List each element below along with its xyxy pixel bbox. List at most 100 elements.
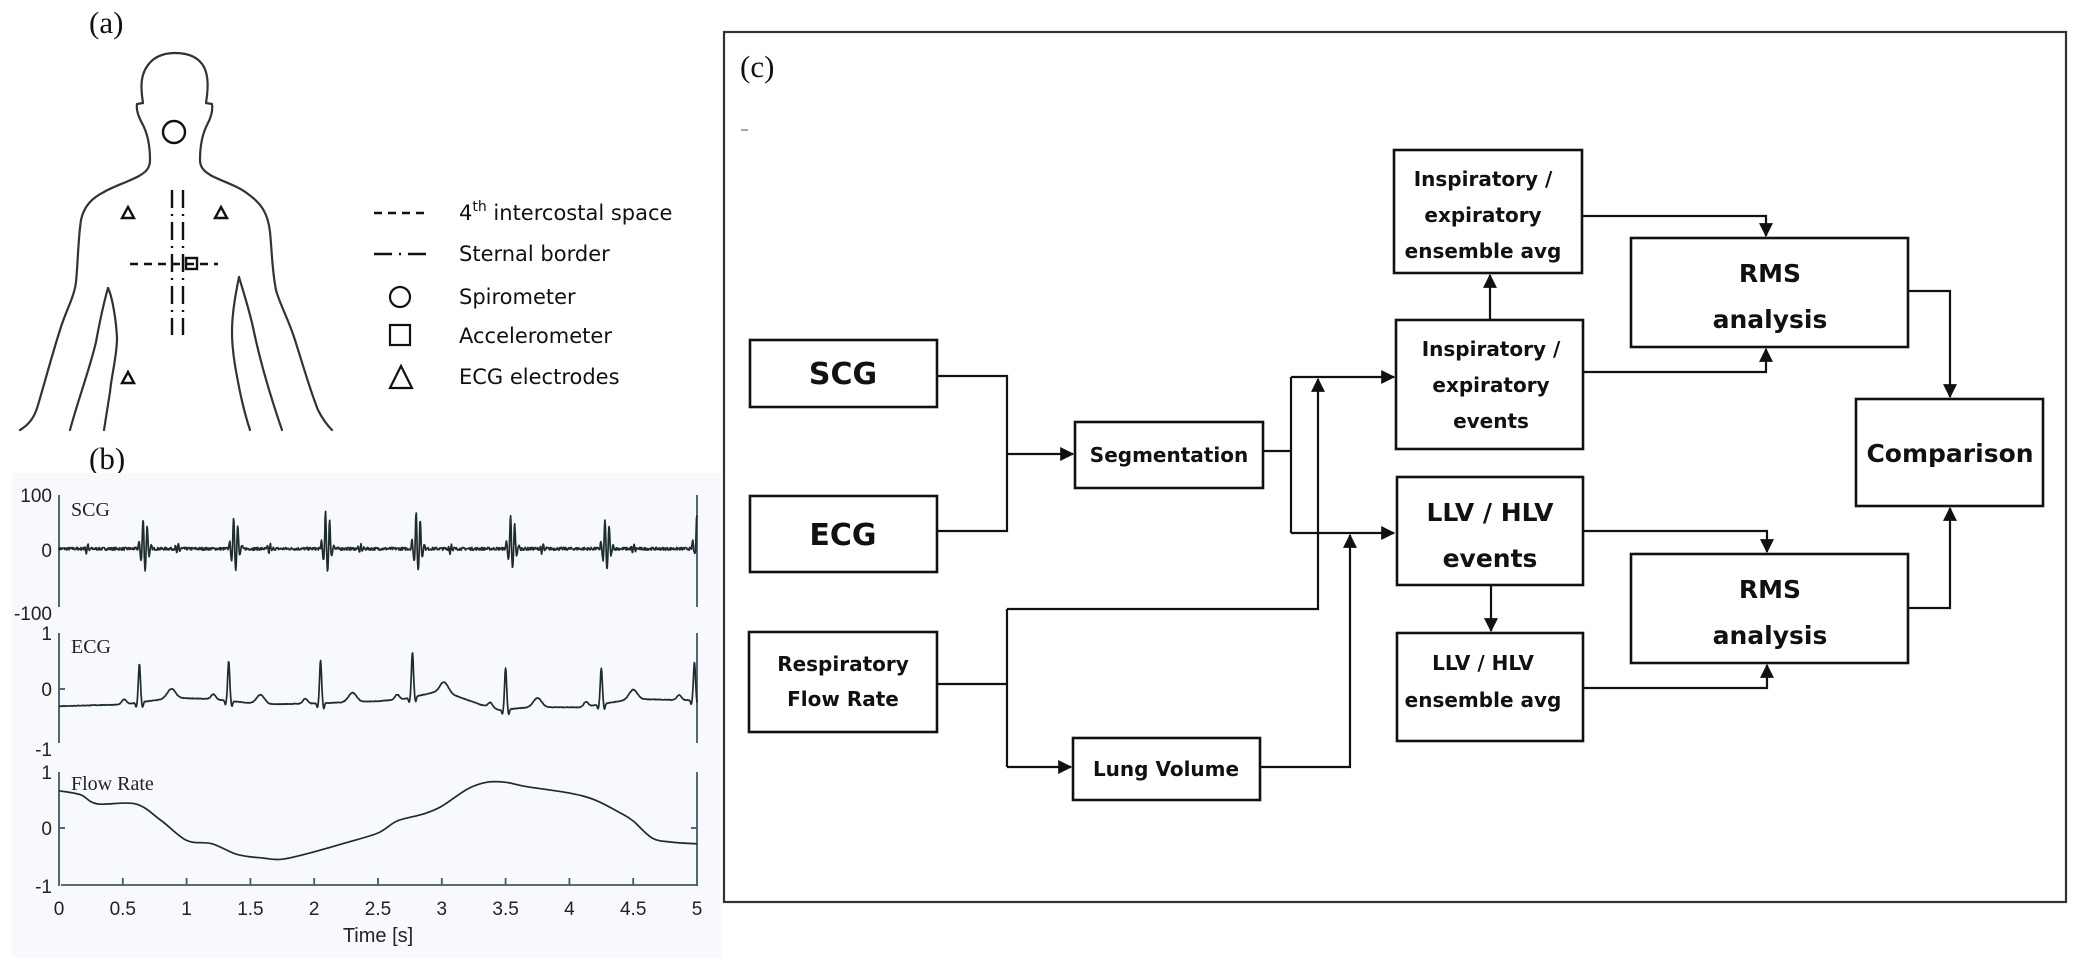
panel-b: (b) 100 0 -100 SCG 1 0 -1 ECG — [12, 441, 722, 958]
flow-ytick-label: 1 — [41, 763, 52, 784]
ecg-electrode-triangle-icon — [212, 204, 230, 220]
box-ie-avg-line3: ensemble avg — [1405, 239, 1562, 263]
x-tick-label: 0.5 — [110, 899, 136, 920]
head-outline — [140, 51, 209, 105]
connector-rms2-to-comparison — [1908, 506, 1957, 610]
box-resp-label-line2: Flow Rate — [787, 687, 899, 711]
panel-c-label: (c) — [740, 49, 774, 84]
flow-ytick-label: -1 — [35, 877, 52, 898]
box-rms-analysis-2: RMS analysis — [1629, 552, 1910, 665]
scg-series-label: SCG — [71, 499, 110, 521]
box-scg-label: SCG — [809, 357, 877, 392]
ecg-electrode-triangle-icon — [119, 369, 137, 385]
box-llv-hlv-events: LLV / HLV events — [1395, 475, 1585, 587]
box-ie-events-line2: expiratory — [1432, 373, 1549, 397]
panel-b-label: (b) — [89, 441, 125, 476]
x-tick-label: 1 — [181, 899, 192, 920]
ecg-series-label: ECG — [71, 636, 111, 658]
box-ie-events-line3: events — [1453, 409, 1529, 433]
connector-llv-events-to-rms2 — [1583, 529, 1774, 554]
panel-a-label: (a) — [89, 5, 123, 40]
x-tick-label: 1.5 — [237, 899, 263, 920]
scg-ytick-label: 0 — [41, 541, 52, 562]
flow-ytick-label: 0 — [41, 819, 52, 840]
right-inner-arm-outline — [230, 275, 252, 432]
neck-left-outline — [18, 101, 152, 432]
legend-item-accelerometer: Accelerometer — [459, 324, 612, 348]
box-scg: SCG — [748, 338, 939, 409]
box-rms2-line1: RMS — [1739, 575, 1801, 604]
legend-item-intercostal: 4th intercostal space — [459, 199, 672, 225]
box-segmentation: Segmentation — [1073, 420, 1265, 490]
connector-llv-avg-to-rms2 — [1583, 663, 1774, 690]
box-ie-avg-line1: Inspiratory / — [1414, 167, 1553, 191]
box-rms1-line1: RMS — [1739, 259, 1801, 288]
x-tick-label: 3.5 — [492, 899, 518, 920]
right-arm-inner-edge — [237, 275, 284, 432]
legend-item-sternal: Sternal border — [459, 242, 610, 266]
left-inner-arm-outline — [102, 286, 119, 432]
panel-c: (c) — [722, 30, 2068, 904]
spirometer-circle-icon — [161, 119, 187, 145]
x-tick-label: 0 — [54, 899, 65, 920]
legend-item-spirometer: Spirometer — [459, 285, 576, 309]
connector-rms1-to-comparison — [1908, 289, 1957, 399]
x-tick-label: 3 — [437, 899, 448, 920]
connector-ie-events-to-rms1 — [1583, 347, 1773, 374]
box-resp-label-line1: Respiratory — [777, 652, 909, 676]
box-comparison: Comparison — [1854, 397, 2045, 508]
x-axis-title: Time [s] — [343, 925, 413, 947]
x-tick-label: 2 — [309, 899, 320, 920]
legend: 4th intercostal space Sternal border Spi… — [374, 199, 672, 390]
connector-lung-to-llv — [1260, 533, 1357, 769]
box-lung-volume-label: Lung Volume — [1093, 757, 1239, 781]
box-respiratory-flow-rate: Respiratory Flow Rate — [747, 630, 939, 734]
x-tick-label: 4 — [564, 899, 575, 920]
ecg-ytick-label: 1 — [41, 624, 52, 645]
legend-circle-icon — [388, 285, 412, 309]
box-lung-volume: Lung Volume — [1071, 736, 1262, 802]
body-outline — [18, 51, 334, 432]
box-llv-avg-line1: LLV / HLV — [1432, 651, 1534, 675]
panel-a: (a) 4th intercostal space — [18, 5, 672, 432]
scg-plot: 100 0 -100 SCG — [14, 486, 698, 625]
box-comparison-label: Comparison — [1866, 439, 2033, 468]
flow-rate-trace — [58, 780, 698, 861]
box-llv-events-line1: LLV / HLV — [1426, 498, 1554, 527]
flowchart-connectors — [937, 214, 1957, 774]
legend-triangle-icon — [388, 363, 414, 390]
x-tick-label: 2.5 — [365, 899, 391, 920]
scg-ytick-label: 100 — [20, 486, 52, 507]
ecg-plot: 1 0 -1 ECG — [35, 624, 698, 761]
ecg-electrode-triangle-icon — [119, 204, 137, 220]
box-ecg-label: ECG — [809, 518, 876, 553]
left-arm-inner-edge — [68, 286, 110, 432]
box-rms1-line2: analysis — [1713, 305, 1828, 334]
box-llv-hlv-ensemble-avg: LLV / HLV ensemble avg — [1395, 631, 1585, 743]
scg-trace — [58, 510, 698, 572]
box-llv-events-line2: events — [1443, 544, 1538, 573]
ecg-ytick-label: -1 — [35, 740, 52, 761]
x-tick-label: 5 — [692, 899, 703, 920]
box-rms2-line2: analysis — [1713, 621, 1828, 650]
box-ecg: ECG — [748, 494, 939, 574]
box-rms-analysis-1: RMS analysis — [1629, 236, 1910, 349]
ecg-trace — [58, 652, 698, 716]
box-ie-avg-line2: expiratory — [1424, 203, 1541, 227]
flow-series-label: Flow Rate — [71, 773, 154, 795]
scg-ytick-label: -100 — [14, 604, 52, 625]
legend-square-icon — [388, 323, 412, 347]
legend-item-ecg-electrodes: ECG electrodes — [459, 365, 620, 389]
box-ie-events: Inspiratory / expiratory events — [1394, 318, 1585, 451]
box-llv-avg-line2: ensemble avg — [1405, 688, 1562, 712]
box-ie-ensemble-avg: Inspiratory / expiratory ensemble avg — [1392, 148, 1584, 275]
box-ie-events-line1: Inspiratory / — [1422, 337, 1561, 361]
connector-resp-to-ie — [1007, 377, 1325, 611]
neck-right-outline — [198, 101, 334, 432]
accelerometer-square-icon — [184, 256, 199, 271]
connector-ie-avg-to-rms1 — [1582, 214, 1773, 238]
ecg-ytick-label: 0 — [41, 680, 52, 701]
